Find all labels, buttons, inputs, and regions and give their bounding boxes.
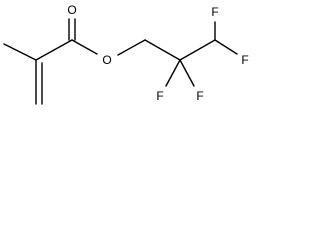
bond-ester-o-ch2 [117,39,146,56]
bond-carbonyl-ester-o [71,39,98,55]
fluorine-label: F [156,89,163,103]
bond-vinyl-carbonyl [35,39,73,61]
fluorine-label: F [196,89,203,103]
bond-chf2-f-right [214,39,238,55]
bonds [3,18,238,105]
bond-cf2-f-left [165,59,181,87]
atom-labels: O O F F F F [67,3,248,103]
fluorine-label: F [211,5,218,19]
bond-methyl [3,43,37,61]
carbonyl-oxygen-label: O [67,3,76,17]
structure-canvas: O O F F F F [0,0,254,112]
fluorine-label: F [241,53,248,67]
molecule-structure: O O F F F F [3,3,249,105]
bond-cf2-chf2 [179,39,216,61]
bond-cf2-f-right [179,59,195,87]
ester-oxygen-label: O [102,53,111,67]
bond-ch2-cf2 [144,39,181,61]
